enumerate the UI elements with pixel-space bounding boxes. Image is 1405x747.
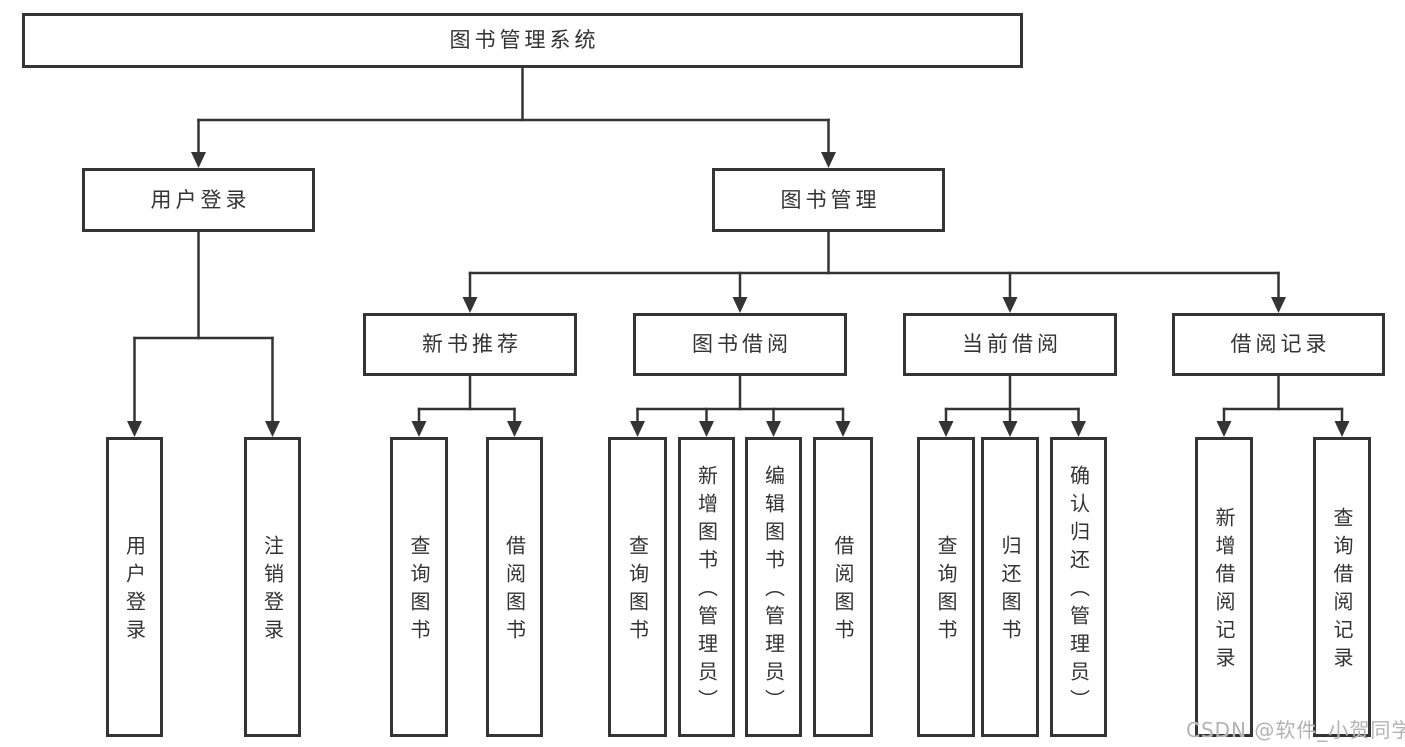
node-new-book-rec: 新书推荐 (363, 313, 577, 376)
node-label-cb-query: 查询图书 (934, 535, 958, 647)
arrowhead-icon (1271, 297, 1286, 313)
node-label-nbr-borrow: 借阅图书 (502, 535, 527, 647)
arrowhead-icon (821, 152, 836, 168)
arrowhead-icon (507, 421, 522, 437)
arrowhead-icon (766, 421, 781, 437)
node-borrow-records: 借阅记录 (1172, 313, 1385, 376)
arrowhead-icon (1216, 421, 1232, 437)
node-user-login: 用户登录 (82, 168, 315, 232)
arrowhead-icon (411, 421, 427, 437)
node-label-book-mgmt: 图书管理 (780, 187, 881, 212)
node-current-borrow: 当前借阅 (903, 313, 1117, 376)
arrowhead-icon (191, 152, 206, 168)
node-label-logout: 注销登录 (260, 535, 285, 647)
arrowhead-icon (127, 421, 142, 437)
arrowhead-icon (938, 421, 954, 437)
watermark: CSDN @软件_小贺同学 (1186, 718, 1405, 742)
arrowhead-icon (630, 421, 645, 437)
node-label-bb-add: 新增图书（管理员） (694, 465, 719, 717)
arrowhead-icon (1002, 297, 1018, 313)
node-nbr-query: 查询图书 (390, 437, 448, 737)
node-label-root: 图书管理系统 (449, 28, 600, 52)
node-root: 图书管理系统 (22, 13, 1023, 68)
arrowhead-icon (1002, 421, 1018, 437)
node-book-borrow: 图书借阅 (633, 313, 847, 376)
node-logout: 注销登录 (244, 437, 301, 737)
arrowhead-icon (699, 421, 714, 437)
node-bb-edit: 编辑图书（管理员） (745, 437, 802, 737)
node-label-book-borrow: 图书借阅 (692, 332, 792, 356)
node-cb-query: 查询图书 (917, 437, 975, 737)
node-label-current-borrow: 当前借阅 (962, 332, 1062, 356)
node-label-br-add: 新增借阅记录 (1212, 507, 1236, 675)
node-cb-confirm: 确认归还（管理员） (1050, 437, 1107, 737)
arrowhead-icon (1071, 421, 1086, 437)
node-label-new-book-rec: 新书推荐 (422, 332, 522, 356)
node-br-add: 新增借阅记录 (1195, 437, 1253, 737)
arrowhead-icon (265, 421, 280, 437)
node-book-mgmt: 图书管理 (712, 168, 945, 232)
node-label-cb-return: 归还图书 (998, 535, 1022, 647)
node-cb-return: 归还图书 (981, 437, 1039, 737)
node-bb-borrow: 借阅图书 (813, 437, 873, 737)
node-bb-add: 新增图书（管理员） (678, 437, 735, 737)
node-label-br-query: 查询借阅记录 (1330, 507, 1354, 675)
node-nbr-borrow: 借阅图书 (486, 437, 543, 737)
node-label-nbr-query: 查询图书 (407, 535, 431, 647)
arrowhead-icon (732, 297, 748, 313)
node-login: 用户登录 (106, 437, 163, 737)
node-label-borrow-records: 借阅记录 (1230, 332, 1331, 356)
node-bb-query: 查询图书 (608, 437, 667, 737)
node-label-cb-confirm: 确认归还（管理员） (1066, 465, 1091, 717)
arrowhead-icon (1334, 421, 1350, 437)
node-label-bb-borrow: 借阅图书 (831, 535, 855, 647)
node-label-user-login: 用户登录 (150, 187, 251, 212)
arrowhead-icon (835, 421, 851, 437)
node-label-login: 用户登录 (122, 535, 147, 647)
node-label-bb-query: 查询图书 (625, 535, 650, 647)
node-label-bb-edit: 编辑图书（管理员） (761, 465, 786, 717)
arrowhead-icon (462, 297, 478, 313)
node-br-query: 查询借阅记录 (1313, 437, 1371, 737)
